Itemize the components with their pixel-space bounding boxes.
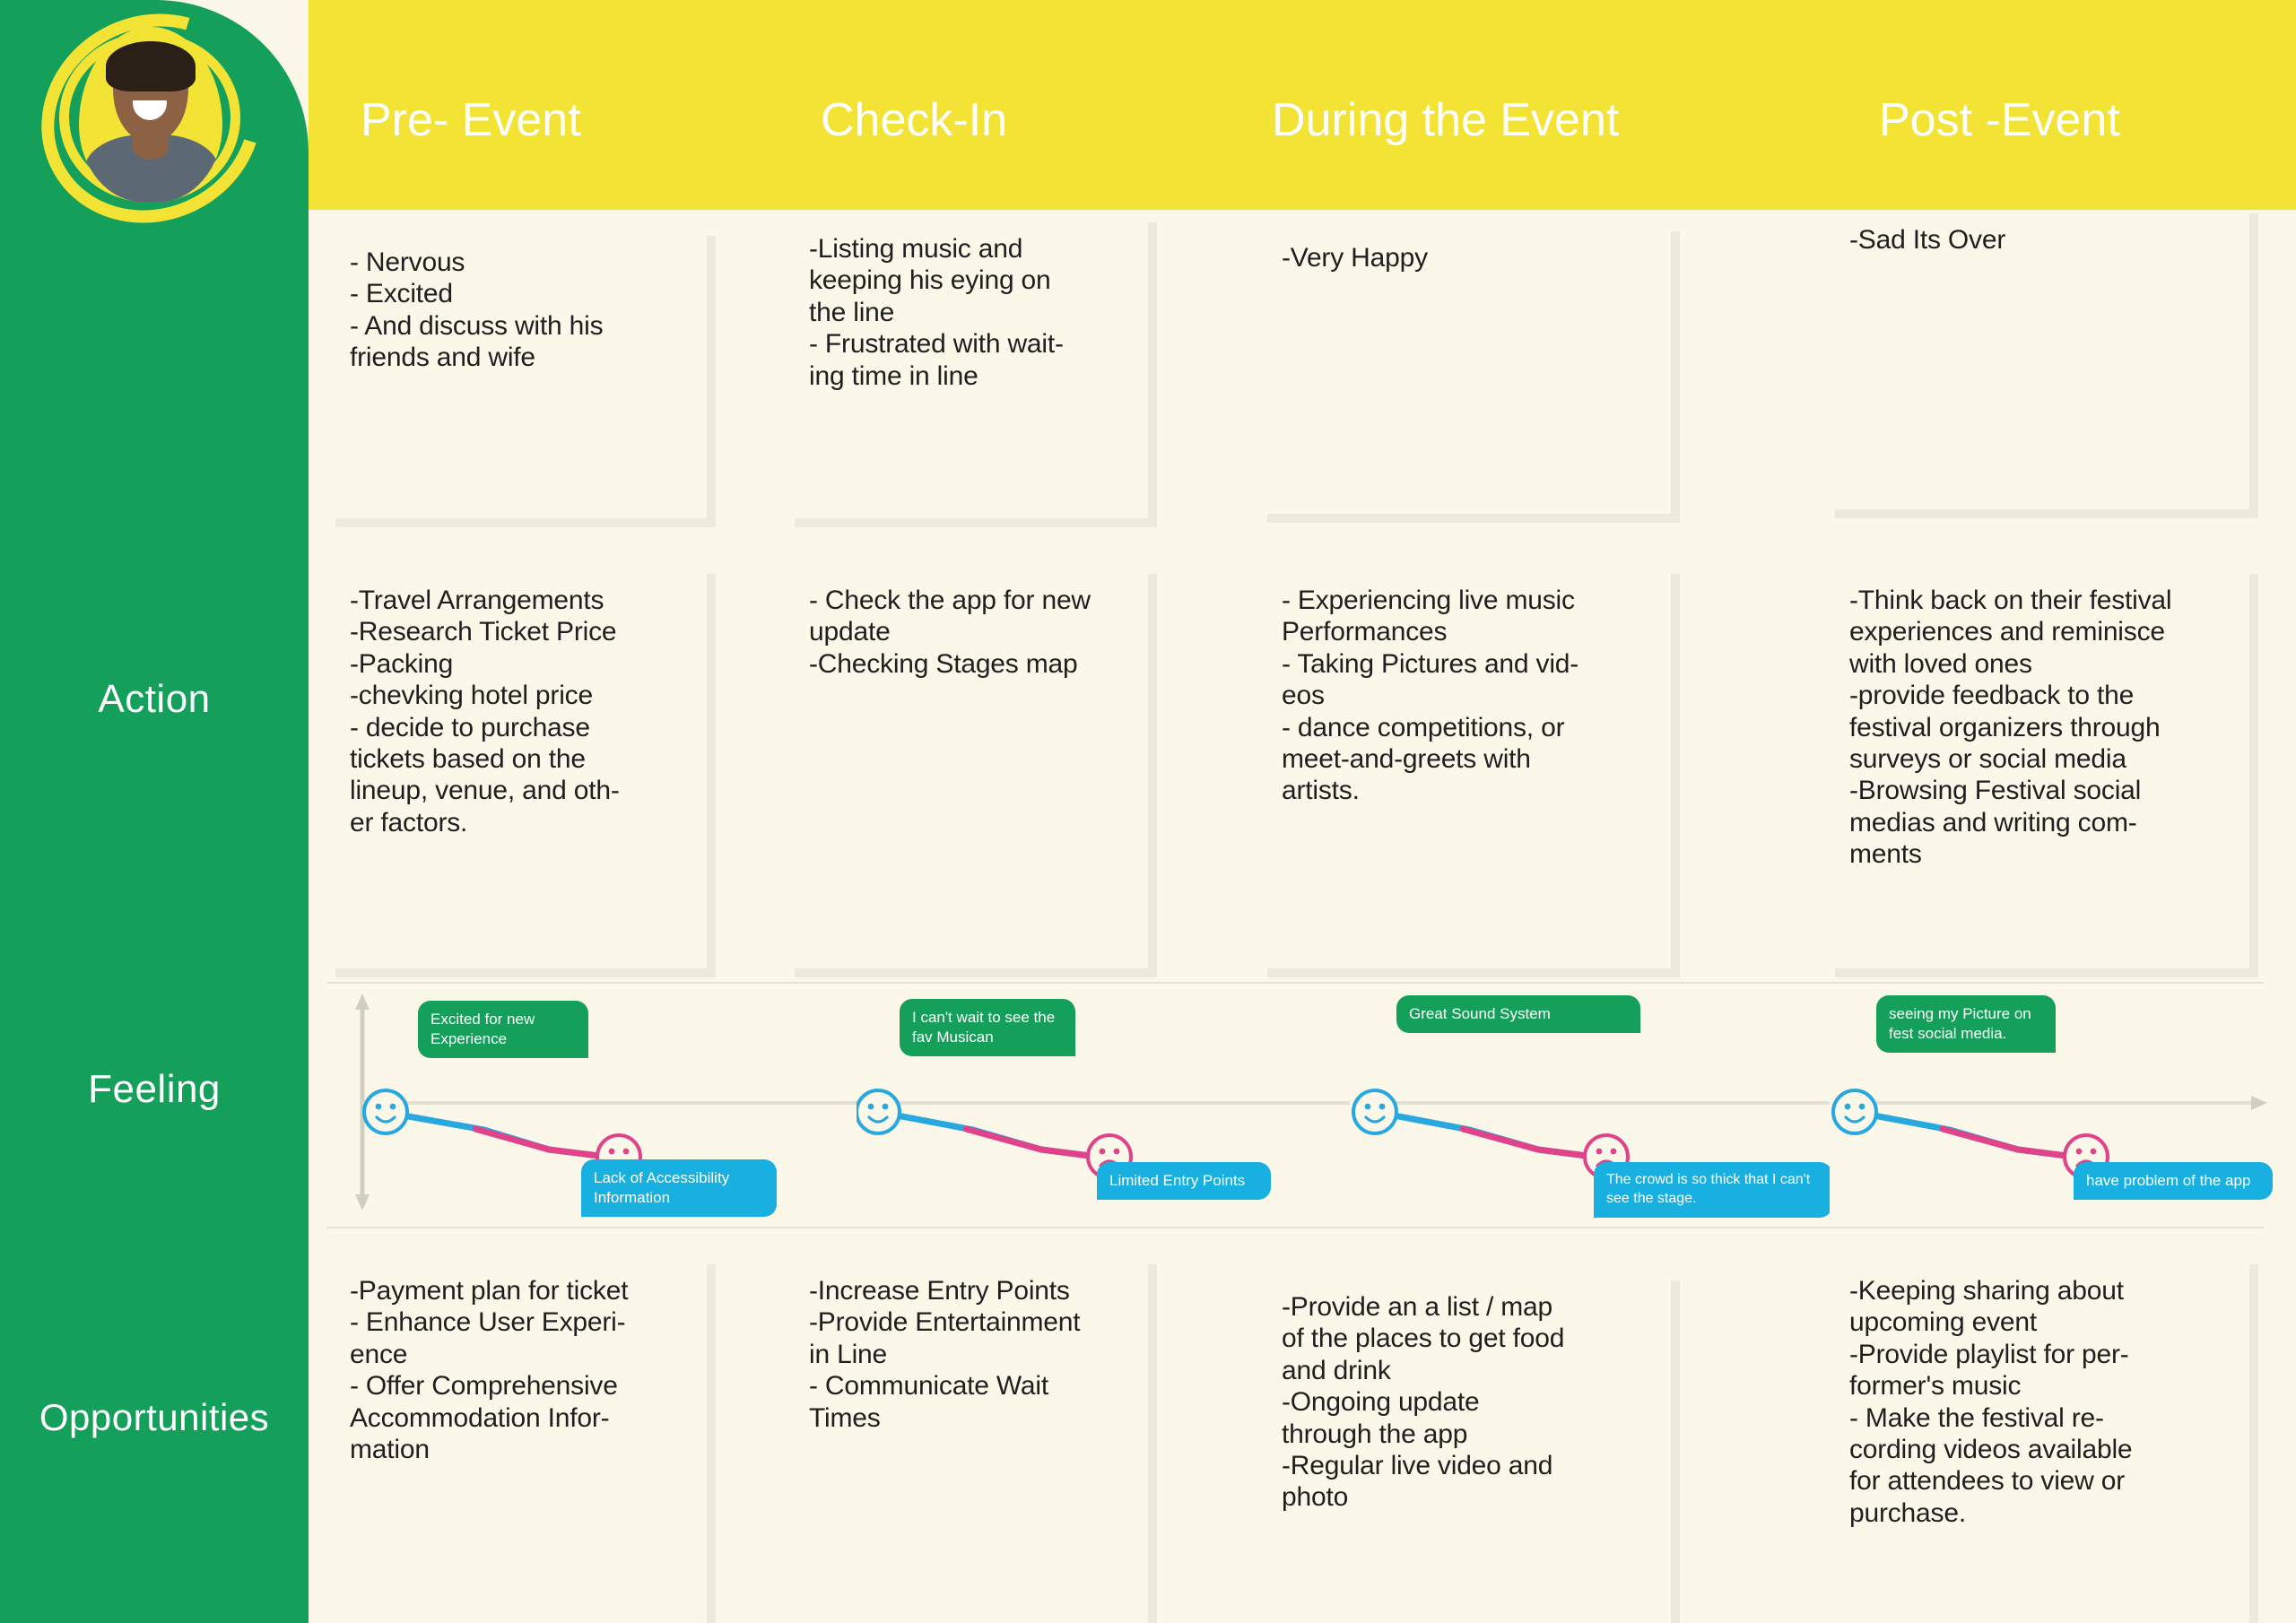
row-label-action: Action <box>98 677 211 721</box>
emotion-text-post-event: -Sad Its Over <box>1849 225 2006 255</box>
opportunities-text-pre-event: -Payment plan for ticket - Enhance User … <box>350 1276 629 1464</box>
column-header-check-in: Check-In <box>821 94 1008 146</box>
emotion-text-during-event: -Very Happy <box>1282 243 1428 273</box>
row-label-opportunities: Opportunities <box>39 1396 270 1438</box>
row-label-rail: Action Feeling Opportunities <box>0 0 309 1623</box>
action-card-post-event: -Think back on their festival experience… <box>1826 565 2249 968</box>
feeling-negative-bubble-pre-event: Lack of Accessibility Information <box>581 1159 777 1218</box>
action-text-pre-event: -Travel Arrangements -Research Ticket Pr… <box>350 586 620 838</box>
feeling-row-bottom-divider <box>326 1227 2264 1228</box>
action-card-pre-event: -Travel Arrangements -Research Ticket Pr… <box>326 565 707 968</box>
opportunities-card-during-event: -Provide an a list / map of the places t… <box>1258 1271 1671 1623</box>
feeling-negative-bubble-during-event: The crowd is so thick that I can't see t… <box>1594 1162 1832 1218</box>
action-card-during-event: - Experiencing live music Performances -… <box>1258 565 1671 968</box>
opportunities-text-check-in: -Increase Entry Points -Provide Entertai… <box>809 1276 1081 1433</box>
emotion-card-during-event: -Very Happy <box>1258 222 1671 514</box>
feeling-positive-bubble-during-event: Great Sound System <box>1396 995 1640 1034</box>
header-band <box>309 0 2296 210</box>
action-text-post-event: -Think back on their festival experience… <box>1849 586 2172 870</box>
column-header-during-the-event: During the Event <box>1272 94 1620 146</box>
feeling-positive-bubble-post-event: seeing my Picture on fest social media. <box>1876 995 2056 1054</box>
feeling-chart-during-event: Great Sound System The crowd is so thick… <box>1350 986 1888 1228</box>
opportunities-text-during-event: -Provide an a list / map of the places t… <box>1282 1292 1565 1513</box>
feeling-chart-check-in: I can't wait to see the fav Musican Limi… <box>857 986 1377 1228</box>
emotion-text-check-in: -Listing music and keeping his eying on … <box>809 234 1064 391</box>
opportunities-card-check-in: -Increase Entry Points -Provide Entertai… <box>786 1255 1148 1623</box>
column-header-post-event: Post -Event <box>1879 94 2120 146</box>
emotion-card-check-in: -Listing music and keeping his eying on … <box>786 213 1148 518</box>
opportunities-card-pre-event: -Payment plan for ticket - Enhance User … <box>326 1255 707 1623</box>
row-label-feeling: Feeling <box>88 1067 221 1111</box>
opportunities-text-post-event: -Keeping sharing about upcoming event -P… <box>1849 1276 2133 1528</box>
action-card-check-in: - Check the app for new update -Checking… <box>786 565 1148 968</box>
feeling-positive-bubble-check-in: I can't wait to see the fav Musican <box>900 999 1075 1057</box>
feeling-curve-svg-check-in <box>857 1089 1373 1180</box>
emotion-text-pre-event: - Nervous - Excited - And discuss with h… <box>350 247 604 373</box>
feeling-positive-bubble-pre-event: Excited for new Experience <box>418 1001 588 1059</box>
emotion-card-pre-event: - Nervous - Excited - And discuss with h… <box>326 227 707 518</box>
emotion-card-post-event: -Sad Its Over <box>1826 204 2249 509</box>
feeling-chart-post-event: seeing my Picture on fest social media. … <box>1830 986 2273 1228</box>
avatar-photo <box>79 27 222 203</box>
opportunities-card-post-event: -Keeping sharing about upcoming event -P… <box>1826 1255 2249 1623</box>
feeling-negative-bubble-post-event: have problem of the app <box>2074 1162 2273 1201</box>
column-header-pre-event: Pre- Event <box>361 94 581 146</box>
persona-avatar <box>4 0 299 262</box>
action-text-check-in: - Check the app for new update -Checking… <box>809 586 1091 679</box>
feeling-row-top-divider <box>326 982 2264 984</box>
action-text-during-event: - Experiencing live music Performances -… <box>1282 586 1579 806</box>
feeling-negative-bubble-check-in: Limited Entry Points <box>1097 1162 1271 1201</box>
